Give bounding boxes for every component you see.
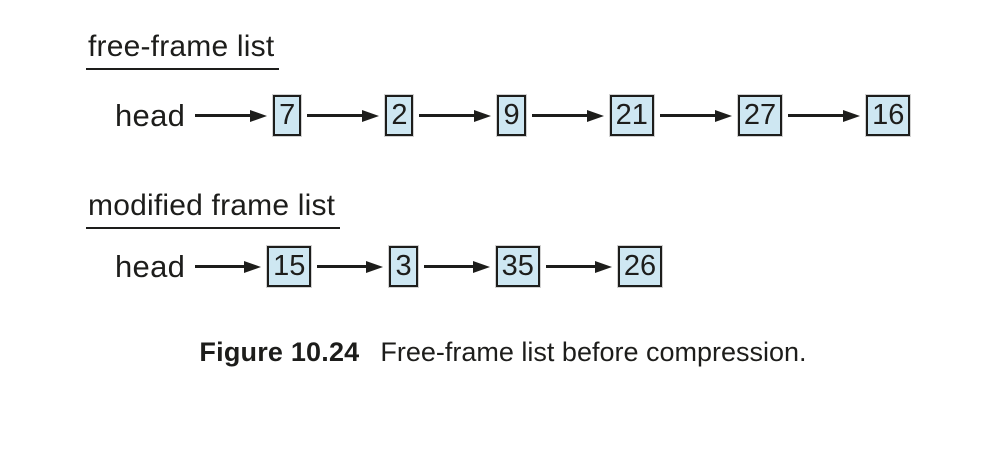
free-frame-list-row: head 7 2 9 21 27 16: [115, 93, 911, 138]
arrow-right-icon: [788, 109, 861, 123]
modified-frame-list-row: head 15 3 35 26: [115, 244, 663, 289]
free-frame-list-title: free-frame list: [86, 30, 280, 70]
frame-node: 16: [866, 95, 911, 136]
frame-node: 35: [495, 246, 540, 287]
arrow-right-icon: [659, 109, 732, 123]
frame-node: 27: [737, 95, 783, 136]
frame-node: 15: [267, 246, 312, 287]
arrow-right-icon: [307, 109, 380, 123]
caption-text: Free-frame list before compression.: [380, 337, 807, 367]
frame-node: 7: [273, 95, 302, 136]
modified-frame-list-title: modified frame list: [86, 189, 341, 229]
head-label: head: [115, 97, 186, 133]
arrow-right-icon: [195, 260, 262, 274]
arrow-right-icon: [545, 260, 612, 274]
head-label: head: [115, 248, 186, 284]
arrow-right-icon: [195, 109, 268, 123]
arrow-right-icon: [423, 260, 490, 274]
arrow-right-icon: [419, 109, 492, 123]
frame-node: 26: [617, 246, 663, 287]
figure-caption: Figure 10.24 Free-frame list before compr…: [0, 337, 1006, 368]
frame-node: 9: [497, 95, 526, 136]
figure-number: Figure 10.24: [199, 337, 360, 367]
frame-node: 2: [385, 95, 414, 136]
arrow-right-icon: [317, 260, 384, 274]
frame-node: 21: [609, 95, 654, 136]
frame-node: 3: [389, 246, 418, 287]
arrow-right-icon: [531, 109, 604, 123]
